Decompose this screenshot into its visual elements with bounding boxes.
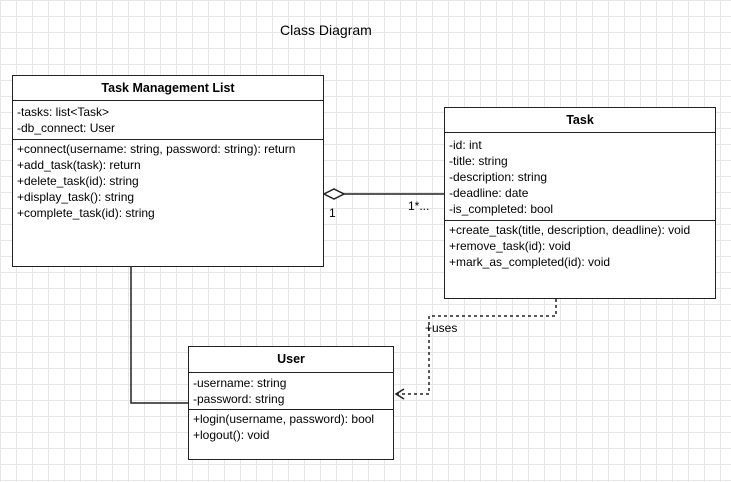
attribute: -password: string [193,392,285,406]
method: +add_task(task): return [17,158,141,172]
method: +logout(): void [193,428,270,442]
attribute: -description: string [449,170,548,184]
attributes-compartment: -id: int -title: string -description: st… [445,133,715,220]
method: +login(username, password): bool [193,412,375,426]
attribute: -tasks: list<Task> [17,105,110,119]
aggregation-diamond-icon [322,188,346,200]
association-line[interactable] [130,267,188,404]
method: +create_task(title, description, deadlin… [449,223,691,237]
attribute: -is_completed: bool [449,202,554,216]
method: +connect(username: string, password: str… [17,142,296,156]
dependency-line[interactable] [396,299,557,395]
method: +display_task(): string [17,190,135,204]
method: +remove_task(id): void [449,239,571,253]
attribute: -db_connect: User [17,121,116,135]
attribute: -id: int [449,138,482,152]
method: +mark_as_completed(id): void [449,255,611,269]
multiplicity-task: 1*... [408,199,430,213]
class-task[interactable]: Task -id: int -title: string -descriptio… [444,107,716,299]
method: +delete_task(id): string [17,174,139,188]
methods-compartment: +login(username, password): bool +logout… [189,409,393,444]
class-name: Task [445,108,715,133]
attribute: -title: string [449,154,508,168]
dependency-label: +uses [425,321,458,335]
class-user[interactable]: User -username: string -password: string… [188,346,394,460]
methods-compartment: +connect(username: string, password: str… [13,139,323,222]
diagram-title: Class Diagram [280,22,372,38]
method: +complete_task(id): string [17,206,155,220]
multiplicity-task-management-list: 1 [329,206,336,220]
dependency-arrow-icon [394,388,405,400]
methods-compartment: +create_task(title, description, deadlin… [445,220,715,271]
class-name: Task Management List [13,76,323,101]
class-name: User [189,347,393,373]
class-task-management-list[interactable]: Task Management List -tasks: list<Task> … [12,75,324,267]
attribute: -username: string [193,376,287,390]
attributes-compartment: -tasks: list<Task> -db_connect: User [13,101,323,139]
attributes-compartment: -username: string -password: string [189,373,393,409]
attribute: -deadline: date [449,186,529,200]
